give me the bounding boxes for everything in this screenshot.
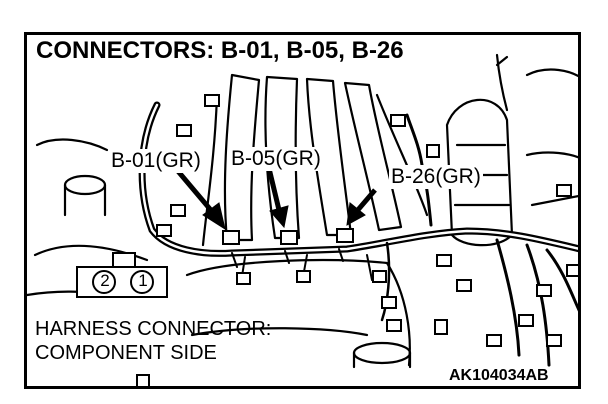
callout-b05: B-05(GR) [229,147,323,171]
diagram-title: CONNECTORS: B-01, B-05, B-26 [33,37,407,65]
engine-harness-illustration [27,53,578,386]
callout-b01: B-01(GR) [109,149,203,173]
figure-frame: CONNECTORS: B-01, B-05, B-26 B-01(GR) B-… [24,32,581,389]
connector-symbol [76,252,168,298]
connector-pin-2: 2 [100,271,110,290]
connector-pin-1: 1 [138,271,148,290]
figure-code: AK104034AB [447,367,551,385]
right-engine-parts [445,53,578,247]
connector-blocks [136,94,578,386]
harness-note-line1: HARNESS CONNECTOR: [35,318,272,340]
connector-b01 [222,230,240,245]
connector-symbol-latch [112,252,136,268]
callout-b26: B-26(GR) [389,165,483,189]
connector-b26 [336,228,354,243]
harness-note-line2: COMPONENT SIDE [35,342,217,364]
engine-cover [185,259,412,369]
wiring-harness [138,101,578,367]
connector-b05 [280,230,298,245]
callout-arrows [175,159,377,231]
